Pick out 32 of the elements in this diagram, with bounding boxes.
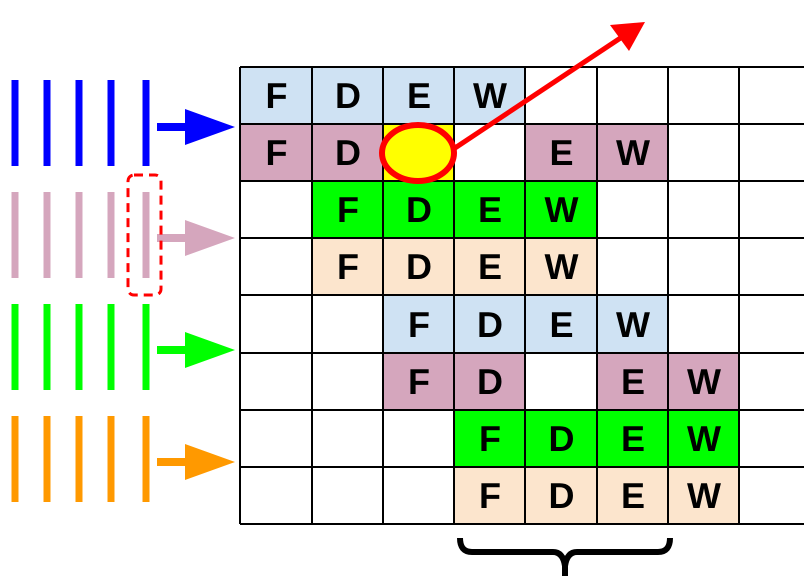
stage-cell: F (455, 468, 525, 524)
stage-cell: F (241, 68, 312, 124)
stage-cell: D (313, 68, 383, 124)
stage-cell: D (384, 182, 454, 238)
stage-cell: F (313, 182, 383, 238)
stage-cell: W (526, 182, 597, 238)
stage-cell: F (455, 411, 525, 467)
stage-cell: D (526, 411, 597, 467)
stage-cell: W (598, 125, 668, 181)
stage-cell: F (241, 125, 312, 181)
stage-cell: D (313, 125, 383, 181)
stage-cell: F (313, 239, 383, 295)
stage-cell: W (598, 296, 668, 353)
stage-cell: W (526, 239, 597, 295)
stage-cell: F (384, 354, 454, 410)
stage-cell: E (598, 354, 668, 410)
stage-cell: D (455, 354, 525, 410)
stage-cell: E (598, 468, 668, 524)
stage-cell: D (455, 296, 525, 353)
stage-cell: W (669, 411, 739, 467)
stage-cell: E (455, 182, 525, 238)
stage-cell: D (384, 239, 454, 295)
stage-cell: E (384, 68, 454, 124)
stage-cell: D (526, 468, 597, 524)
stage-cell: E (455, 239, 525, 295)
stage-cell: E (526, 125, 597, 181)
stage-cell: W (669, 354, 739, 410)
stage-cell: W (669, 468, 739, 524)
stage-cell: E (598, 411, 668, 467)
stage-cell: E (526, 296, 597, 353)
stage-cell: F (384, 296, 454, 353)
stage-cell: W (455, 68, 525, 124)
